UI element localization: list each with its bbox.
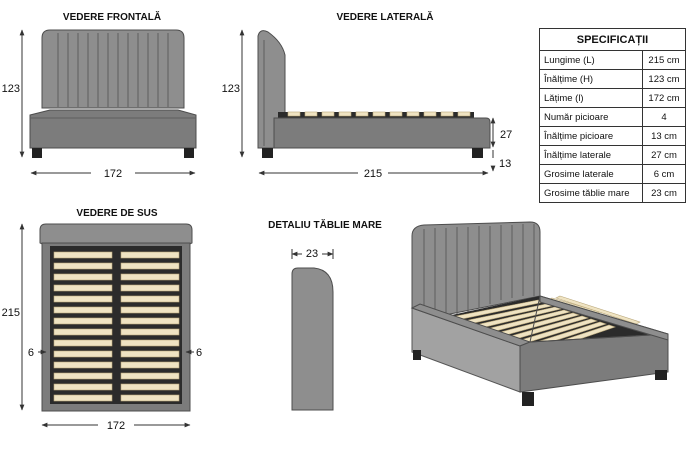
headboard-detail: DETALIU TĂBLIE MARE 23 [268, 218, 382, 411]
spec-label: Înălțime (H) [539, 69, 643, 89]
top-width-label: 172 [107, 420, 125, 432]
top-length-label: 215 [2, 307, 20, 319]
spec-value: 27 cm [642, 145, 686, 165]
front-view-title: VEDERE FRONTALĂ [63, 10, 161, 23]
spec-label: Înălțime picioare [539, 126, 643, 146]
spec-label: Grosime laterale [539, 164, 643, 184]
spec-value: 13 cm [642, 126, 686, 146]
spec-table: SPECIFICAȚII Lungime (L)215 cm Înălțime … [539, 28, 686, 203]
spec-value: 4 [642, 107, 686, 127]
top-view-title: VEDERE DE SUS [76, 208, 157, 219]
spec-label: Grosime tăblie mare [539, 183, 643, 203]
perspective-view [410, 221, 669, 406]
top-side-thickness-left-label: 6 [28, 347, 34, 359]
perspective-headboard-ribs [423, 224, 535, 328]
spec-header: SPECIFICAȚII [539, 28, 686, 51]
top-slats-left [53, 251, 113, 402]
top-side-thickness-right-label: 6 [196, 347, 202, 359]
front-headboard [41, 29, 185, 109]
detail-thickness-label: 23 [306, 248, 318, 260]
side-view-title: VEDERE LATERALĂ [336, 10, 433, 23]
front-view: VEDERE FRONTALĂ 123 172 [2, 10, 197, 180]
perspective-leg-front [522, 392, 534, 406]
side-view: VEDERE LATERALĂ 123 27 13 215 [222, 10, 513, 180]
spec-value: 215 cm [642, 50, 686, 70]
spec-value: 172 cm [642, 88, 686, 108]
side-height-label: 123 [222, 83, 240, 95]
perspective-leg-right [655, 370, 667, 380]
spec-value: 6 cm [642, 164, 686, 184]
side-leg-head [262, 148, 273, 158]
spec-label: Lățime (l) [539, 88, 643, 108]
front-height-label: 123 [2, 83, 20, 95]
side-length-label: 215 [364, 168, 382, 180]
side-rail [273, 117, 491, 149]
side-slats [287, 111, 471, 117]
detail-headboard-profile [291, 267, 334, 411]
perspective-foot-rail [519, 333, 669, 393]
side-leg-height-label: 13 [499, 158, 511, 170]
top-slats-right [120, 251, 180, 402]
side-frame-height-label: 27 [500, 129, 512, 141]
spec-value: 23 cm [642, 183, 686, 203]
perspective-headboard [411, 221, 541, 342]
front-leg-left [32, 148, 42, 158]
front-leg-right [184, 148, 194, 158]
front-base [29, 109, 197, 149]
front-width-label: 172 [104, 168, 122, 180]
spec-label: Lungime (L) [539, 50, 643, 70]
spec-label: Înălțime laterale [539, 145, 643, 165]
top-headboard [39, 223, 193, 247]
spec-row: Înălțime (H)123 cm [539, 69, 686, 89]
top-view: VEDERE DE SUS 215 6 [2, 208, 202, 432]
spec-row: Lungime (L)215 cm [539, 50, 686, 70]
perspective-leg-back-left [413, 350, 421, 360]
front-headboard-ribs [57, 33, 169, 107]
detail-title: DETALIU TĂBLIE MARE [268, 218, 382, 231]
spec-value: 123 cm [642, 69, 686, 89]
spec-label: Număr picioare [539, 107, 643, 127]
side-leg-foot [472, 148, 483, 158]
spec-row: Lățime (l)172 cm [539, 88, 686, 108]
